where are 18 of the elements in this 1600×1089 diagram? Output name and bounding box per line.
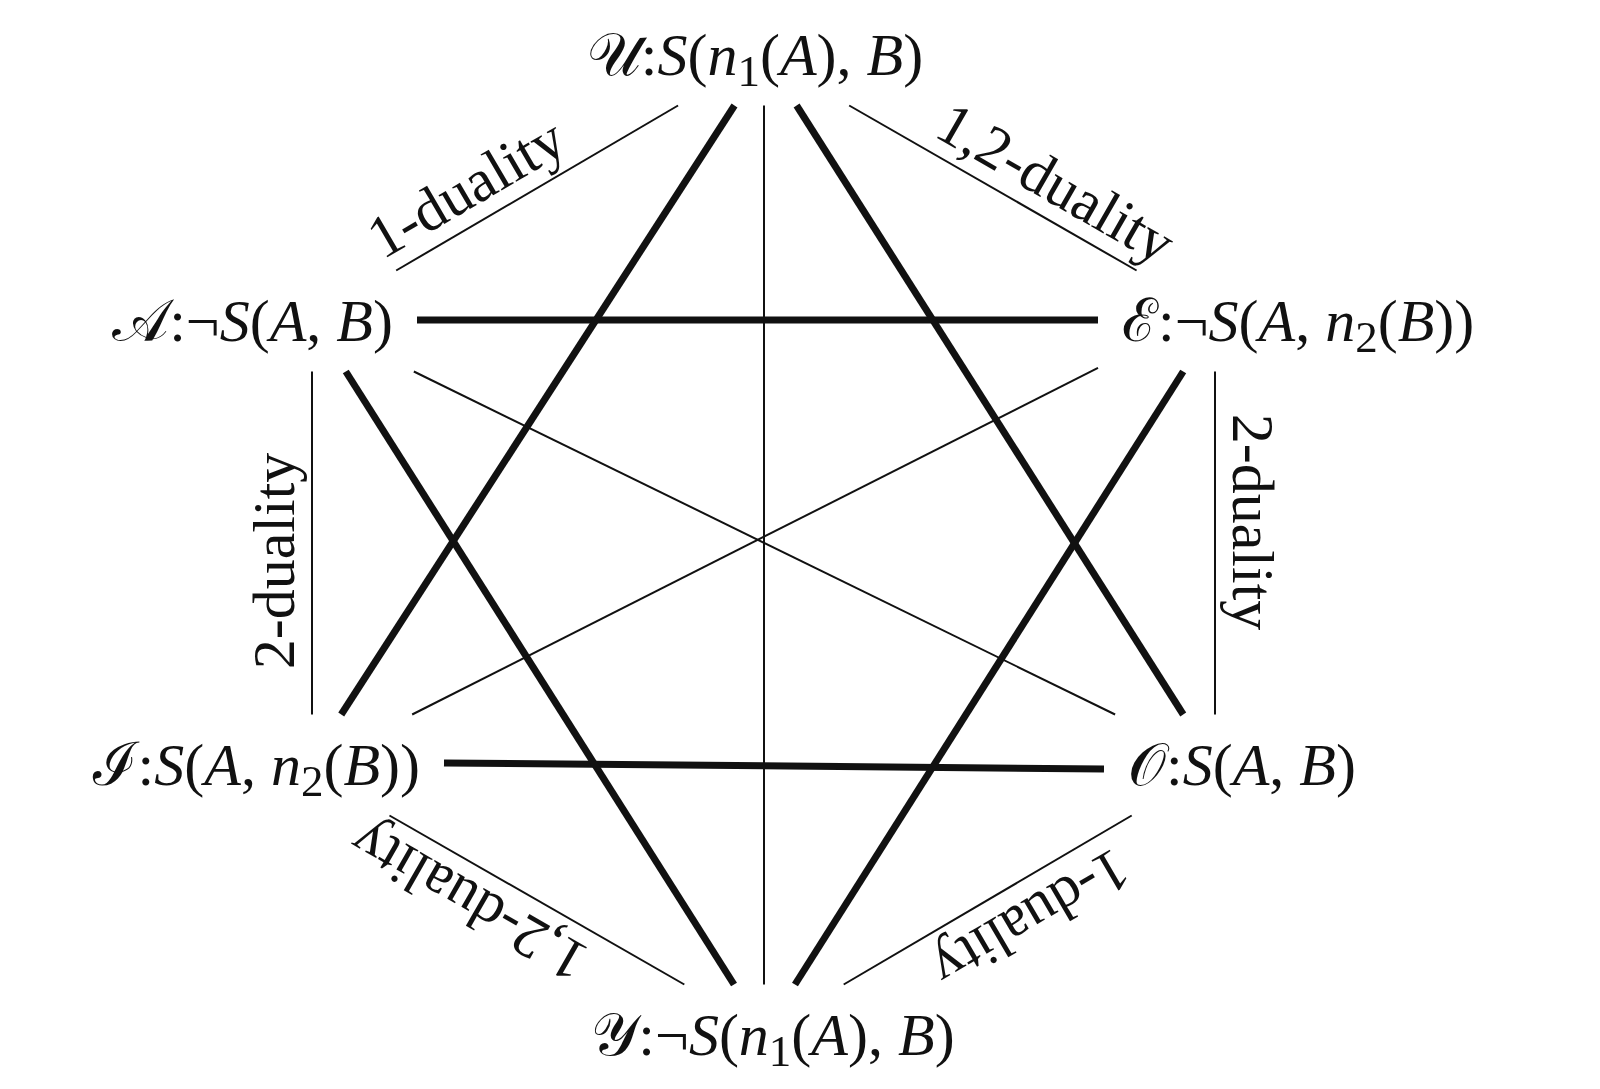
- formula-label: 𝒜:¬S(A, B): [88, 270, 417, 372]
- thick-relation-line: [338, 103, 738, 717]
- thick-relation-line: [443, 759, 1105, 773]
- relation-line: [1214, 370, 1216, 716]
- formula-label: ℐ:S(A, n$_{2}$(B)): [68, 714, 444, 816]
- formula-label: 𝒴:¬S(n$_{1}$(A), B): [567, 984, 979, 1086]
- thick-relation-line: [792, 369, 1187, 987]
- relation-line: [395, 104, 680, 272]
- thick-relation-line: [342, 369, 737, 987]
- relation-line: [388, 814, 686, 986]
- formula-label: ℰ:¬S(A, n$_{2}$(B)): [1098, 270, 1499, 372]
- formula-label: 𝒪:S(A, B): [1104, 714, 1380, 816]
- formula-label: 𝒰:S(n$_{1}$(A), B): [562, 4, 948, 106]
- relation-line: [848, 104, 1138, 272]
- thick-relation-line: [793, 103, 1187, 717]
- relation-line: [763, 104, 765, 986]
- relation-line: [842, 814, 1133, 986]
- relation-line: [311, 370, 313, 716]
